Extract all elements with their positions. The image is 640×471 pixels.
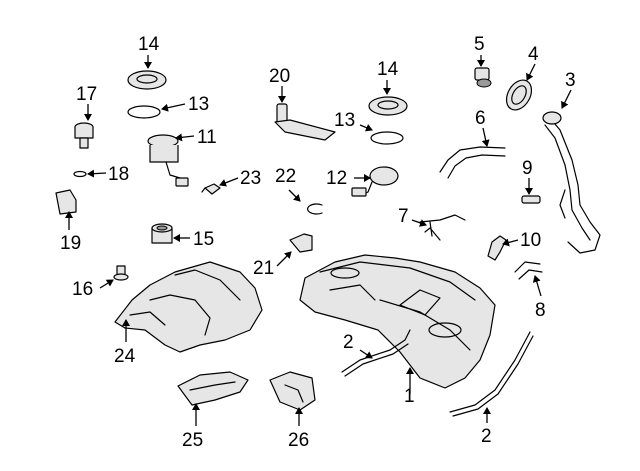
callout-23: 23 [240, 168, 261, 189]
gasket-left [127, 105, 161, 119]
clip-bracket [289, 233, 313, 253]
connector [201, 183, 221, 195]
lower-heat-shield [177, 371, 249, 406]
callout-24: 24 [114, 346, 136, 367]
tank-strap-right [449, 331, 534, 417]
breather-hose [514, 261, 543, 280]
callout-2-left: 2 [343, 332, 354, 353]
callout-4: 4 [528, 44, 539, 65]
callout-10: 10 [520, 230, 541, 251]
bolt [113, 265, 129, 281]
gasket-right [370, 131, 404, 145]
bracket [55, 189, 77, 215]
lock-ring-right [368, 96, 408, 116]
fuel-tank [299, 254, 496, 389]
callout-8: 8 [535, 300, 546, 321]
lock-ring-left [127, 70, 167, 90]
fuel-pump-module [147, 134, 189, 187]
callout-21: 21 [253, 258, 274, 279]
callout-26: 26 [288, 430, 309, 451]
callout-5: 5 [474, 34, 485, 55]
callout-6: 6 [475, 108, 486, 129]
small-tube [521, 195, 541, 204]
callout-15: 15 [193, 229, 214, 250]
vent-tube [419, 214, 466, 241]
callout-13-left: 13 [188, 94, 209, 115]
fuel-pump [274, 103, 336, 141]
clip [307, 203, 323, 215]
callout-18: 18 [108, 164, 129, 185]
pressure-regulator [74, 122, 94, 149]
callout-14-left: 14 [138, 34, 160, 55]
callout-20: 20 [269, 66, 290, 87]
leader-lines [65, 55, 572, 426]
filler-cap-ring [505, 79, 533, 111]
callout-13-right: 13 [334, 110, 355, 131]
callout-25: 25 [182, 430, 203, 451]
callout-17: 17 [76, 84, 97, 105]
filler-hose [439, 146, 506, 179]
tank-strap-left [341, 329, 411, 377]
callout-11: 11 [197, 127, 217, 148]
heat-shield [114, 261, 263, 353]
fuel-filter [151, 223, 173, 244]
callout-2-right: 2 [481, 426, 492, 447]
callout-22: 22 [275, 166, 296, 187]
filler-pipe [542, 111, 601, 254]
fuel-level-sender [351, 166, 399, 197]
callout-3: 3 [565, 70, 576, 91]
callout-9: 9 [522, 158, 533, 179]
fuel-cap [474, 67, 492, 88]
callout-14-right: 14 [377, 59, 399, 80]
hose-elbow [487, 235, 507, 261]
protector [269, 371, 316, 411]
callout-1: 1 [404, 386, 415, 407]
callout-12: 12 [326, 168, 347, 189]
o-ring [73, 170, 87, 178]
callout-16: 16 [72, 279, 93, 300]
callout-labels: 14 13 17 11 18 23 19 15 16 24 20 22 21 1… [60, 34, 576, 451]
callout-7: 7 [398, 206, 409, 227]
callout-19: 19 [60, 233, 81, 254]
